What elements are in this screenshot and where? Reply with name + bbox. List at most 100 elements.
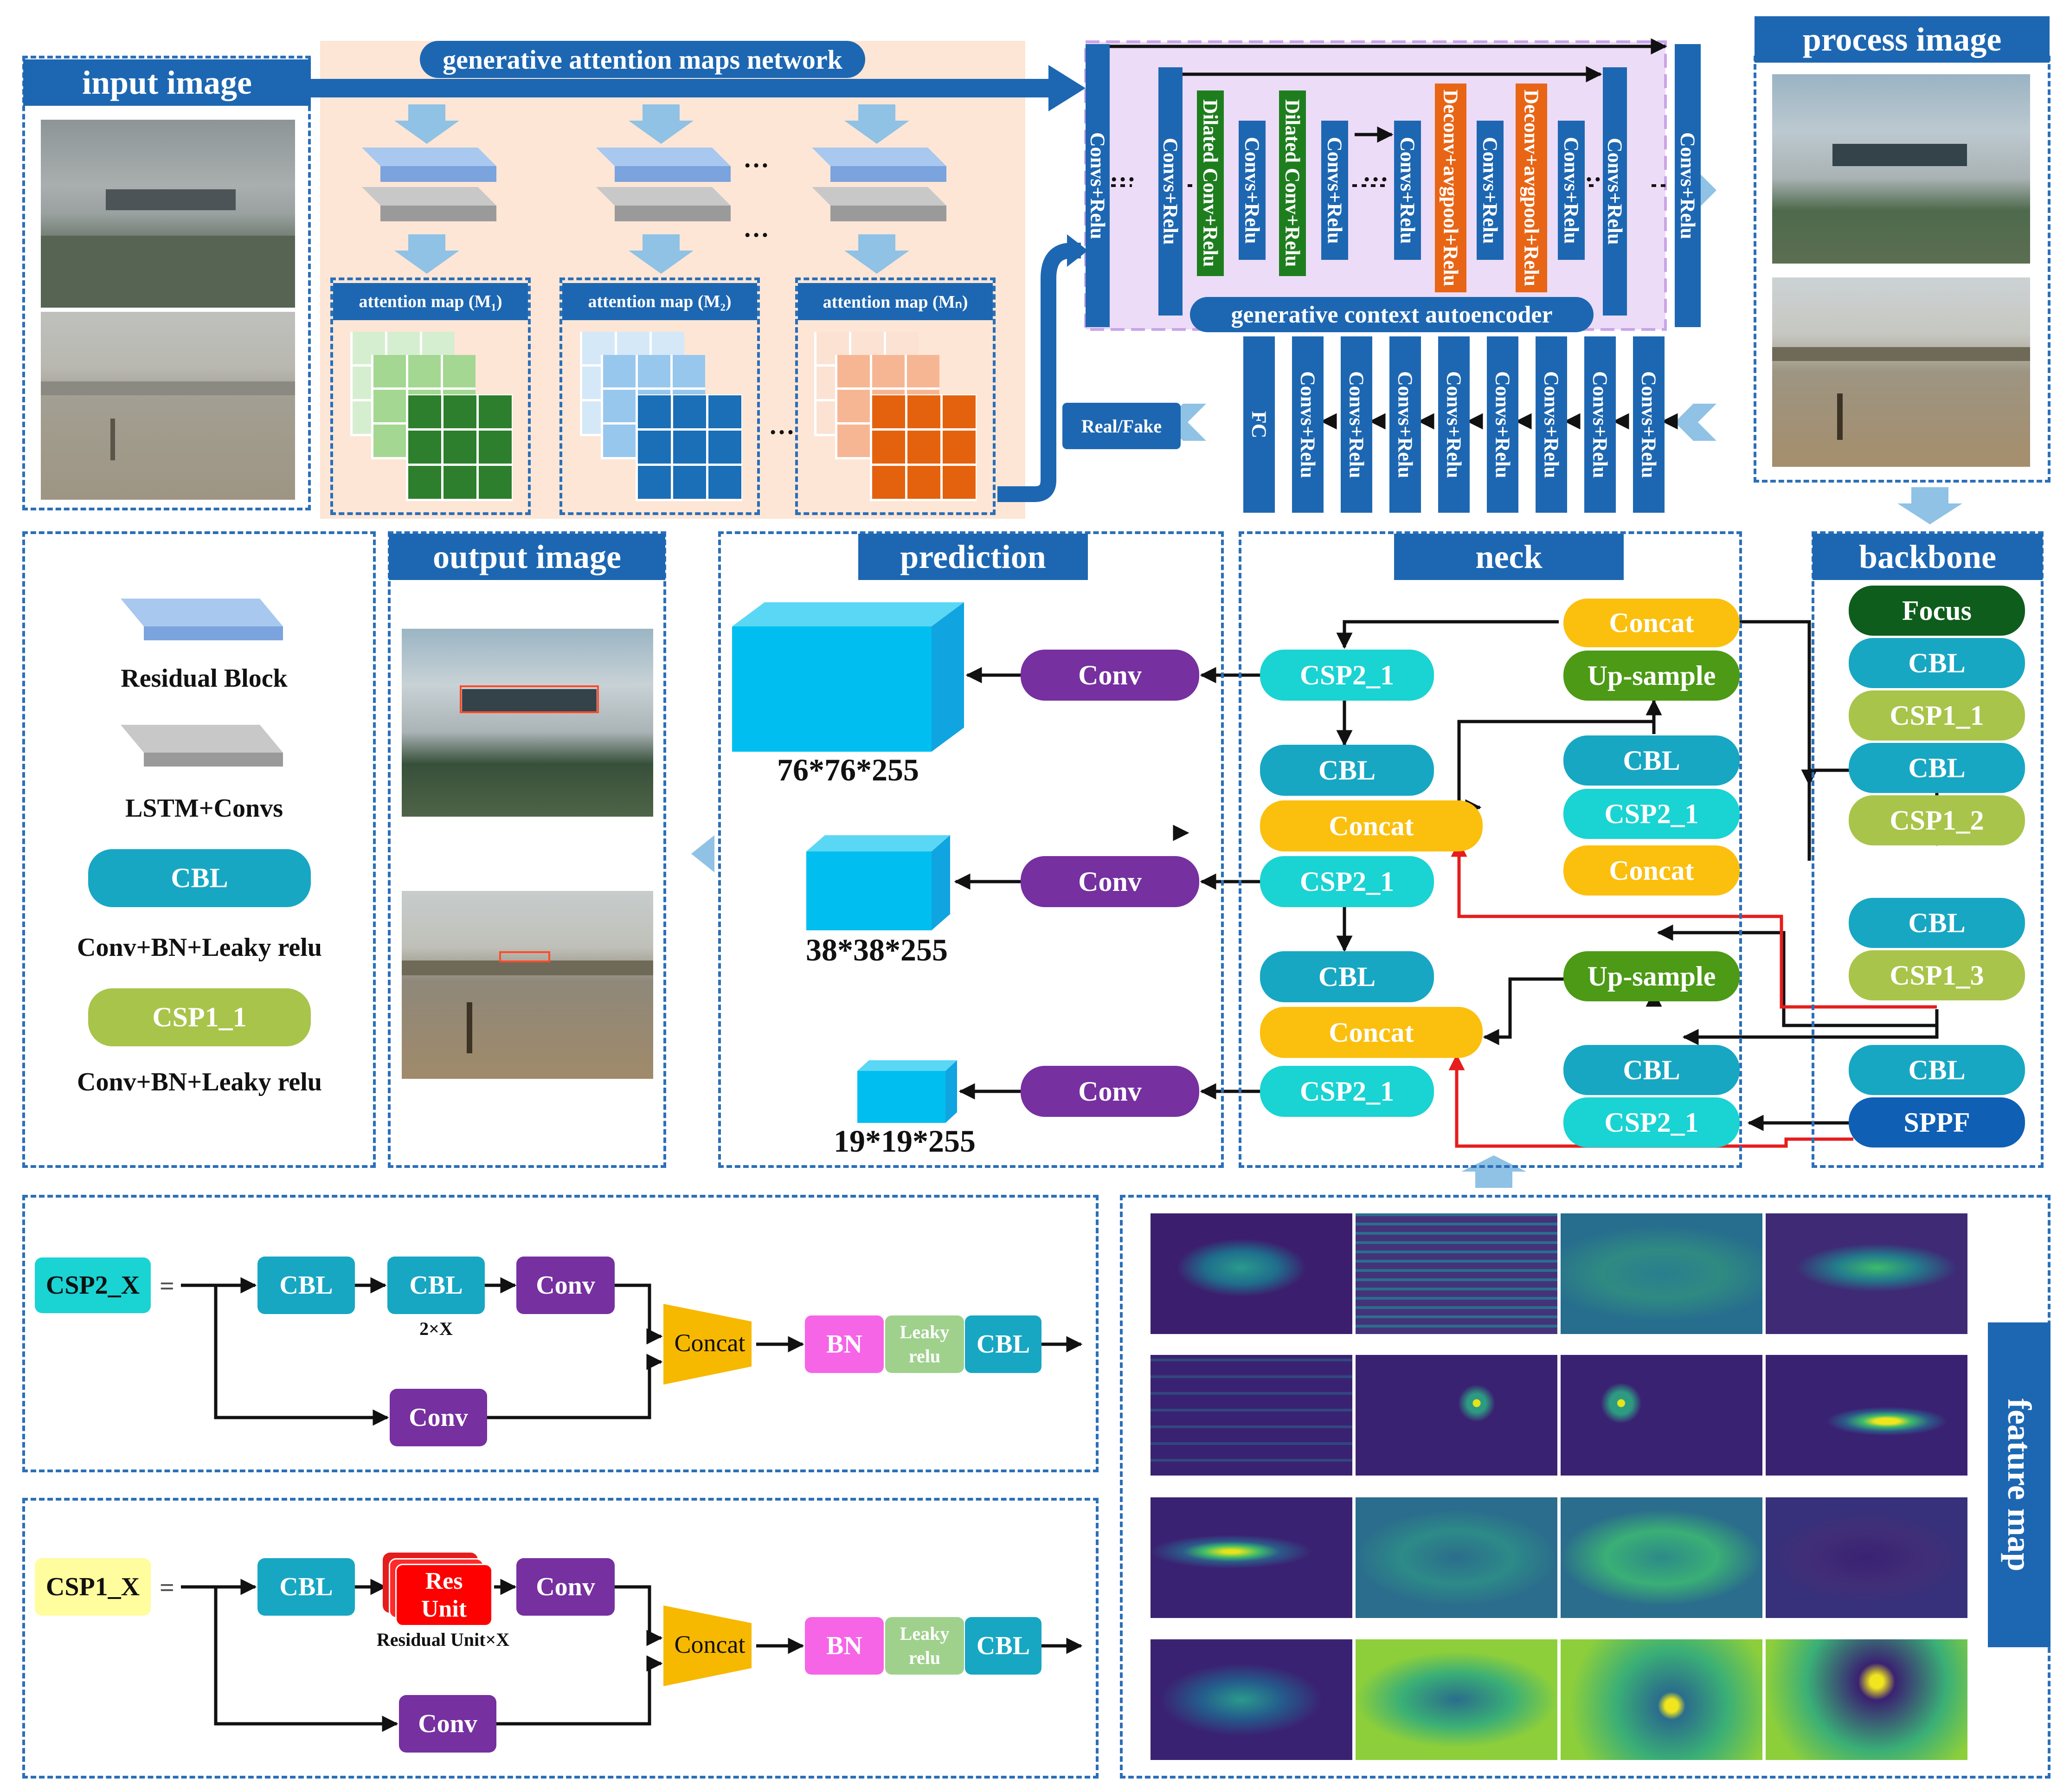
prediction-conv-3: Conv [1021, 1066, 1199, 1117]
disc-block-3: Convs+Relu [1389, 336, 1421, 513]
encoder-block-3: Convs+Relu [1239, 121, 1266, 260]
csp1x-conv-top: Conv [516, 1558, 615, 1616]
neck-cbl-right-2: CBL [1563, 1045, 1740, 1095]
csp2x-frame [22, 1195, 1099, 1472]
neck-concat-left-1: Concat [1260, 800, 1483, 851]
process-photo-1 [1772, 74, 2030, 264]
backbone-sppf: SPPF [1849, 1097, 2025, 1147]
disc-block-fc: FC [1243, 336, 1275, 513]
output-image-header: output image [389, 534, 665, 580]
csp2x-equals: = [160, 1272, 174, 1301]
csp2x-label: CSP2_X [35, 1257, 151, 1313]
feature-map-3-1 [1151, 1497, 1352, 1618]
prediction-frame [718, 531, 1224, 1168]
encoder-block-dilated-1: Dilated Conv+Relu [1197, 90, 1224, 276]
autoencoder-header: generative context autoencoder [1190, 297, 1594, 332]
legend-csp1: CSP1_1 [88, 988, 311, 1046]
csp2x-conv-top: Conv [516, 1257, 615, 1314]
backbone-csp1-2: CSP1_2 [1849, 795, 2025, 845]
csp2x-bn: BN [805, 1315, 884, 1373]
legend-csp1-desc: Conv+BN+Leaky relu [77, 1068, 322, 1096]
ellipsis-4: … [1110, 158, 1136, 187]
csp1x-concat-shape [663, 1605, 752, 1686]
backbone-csp1-1: CSP1_1 [1849, 690, 2025, 741]
input-photo-foggy [41, 312, 295, 500]
attention-map-label-2: attention map (M₂) [562, 283, 757, 320]
backbone-csp1-3: CSP1_3 [1849, 950, 2025, 1000]
csp1x-bn: BN [805, 1617, 884, 1675]
disc-block-8: Convs+Relu [1633, 336, 1665, 513]
prediction-size-38: 38*38*255 [806, 932, 948, 967]
encoder-block-1: Convs+Relu [1086, 44, 1110, 327]
feature-map-2-1 [1151, 1355, 1352, 1476]
feature-map-4-3 [1561, 1639, 1762, 1760]
csp1x-times: Residual Unit×X [376, 1629, 510, 1650]
output-frame [388, 531, 666, 1168]
process-image-header: process image [1755, 16, 2050, 63]
disc-block-7: Convs+Relu [1584, 336, 1616, 513]
decoder-block-1: Convs+Relu [1394, 121, 1421, 260]
att-grid-1-front [406, 394, 513, 501]
neck-concat-right-2: Concat [1563, 845, 1740, 896]
feature-map-1-1 [1151, 1213, 1352, 1334]
feature-map-2-2 [1356, 1355, 1557, 1476]
attention-map-label-1: attention map (M₁) [333, 283, 528, 320]
feature-map-4-1 [1151, 1639, 1352, 1760]
encoder-block-dilated-2: Dilated Conv+Relu [1279, 90, 1306, 276]
backbone-focus: Focus [1849, 586, 2025, 636]
csp2x-cbl-out: CBL [965, 1315, 1041, 1373]
prediction-size-76: 76*76*255 [777, 752, 919, 787]
ellipsis-3: … [769, 411, 795, 440]
csp2x-conv-bottom: Conv [390, 1389, 487, 1446]
feature-map-2-3 [1561, 1355, 1762, 1476]
lstm-slabs [362, 187, 946, 221]
prediction-conv-1: Conv [1021, 650, 1199, 701]
backbone-cbl-1: CBL [1849, 638, 2025, 688]
csp1x-conv-bottom: Conv [399, 1695, 496, 1753]
feature-map-grid [1151, 1213, 1967, 1768]
neck-cbl-left-1: CBL [1260, 745, 1434, 796]
prediction-size-19: 19*19*255 [834, 1123, 976, 1159]
csp2x-concat-label: Concat [674, 1329, 746, 1357]
csp2x-cbl-2: CBL [387, 1257, 485, 1314]
cuboid-38 [806, 835, 950, 930]
backbone-cbl-2: CBL [1849, 743, 2025, 793]
att-grid-n-front [870, 394, 977, 501]
input-image-header: input image [23, 59, 311, 106]
neck-csp2-1-right-1: CSP2_1 [1563, 789, 1740, 839]
disc-block-5: Convs+Relu [1487, 336, 1518, 513]
prediction-header: prediction [858, 534, 1088, 580]
backbone-header: backbone [1813, 534, 2043, 580]
neck-header: neck [1394, 534, 1624, 580]
neck-cbl-left-2: CBL [1260, 951, 1434, 1002]
decoder-block-2: Convs+Relu [1477, 121, 1504, 260]
attention-flow-arrow [997, 243, 1081, 502]
neck-csp2-1-top: CSP2_1 [1260, 650, 1434, 701]
legend-cbl: CBL [88, 849, 311, 907]
input-frame [22, 56, 311, 510]
real-fake-output: Real/Fake [1062, 403, 1181, 449]
backbone-cbl-4: CBL [1849, 1045, 2025, 1095]
cuboid-19 [857, 1060, 957, 1123]
feature-map-2-4 [1766, 1355, 1967, 1476]
backbone-frame [1812, 531, 2044, 1168]
flow-chevrons [394, 104, 1962, 1188]
residual-slabs [362, 148, 946, 182]
feature-map-3-4 [1766, 1497, 1967, 1618]
att-frame-n [795, 277, 996, 515]
input-photo-rainy [41, 120, 295, 308]
gan-network-header: generative attention maps network [420, 41, 865, 78]
ellipsis-1: … [743, 144, 769, 173]
attention-map-label-n: attention map (Mₙ) [798, 283, 993, 320]
legend-lstm-label: LSTM+Convs [125, 794, 283, 823]
disc-block-4: Convs+Relu [1438, 336, 1470, 513]
csp2x-cbl-1: CBL [257, 1257, 355, 1314]
cuboid-76 [732, 602, 964, 752]
neck-concat-right-1: Concat [1563, 599, 1740, 647]
att-grid-2-front [636, 394, 742, 501]
feature-map-header: feature map [1988, 1322, 2051, 1647]
disc-block-2: Convs+Relu [1341, 336, 1372, 513]
